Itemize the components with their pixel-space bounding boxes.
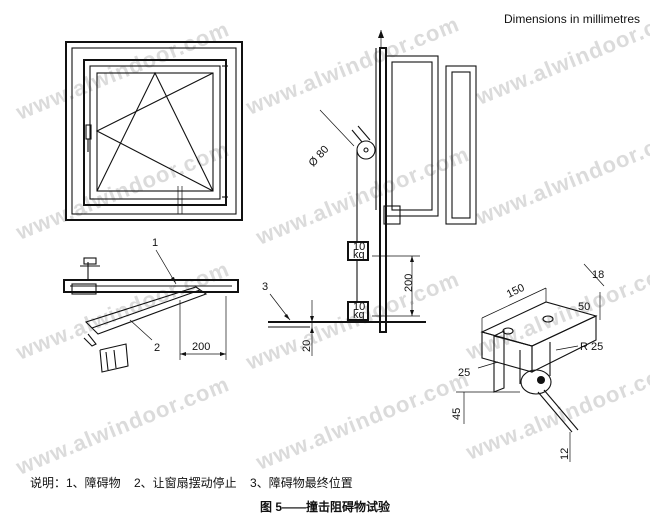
watermark-text: www.alwindoor.com [252, 141, 473, 250]
window-elevation [65, 41, 243, 221]
dim-floor-20: 20 [301, 340, 313, 352]
units-note: Dimensions in millimetres [504, 12, 641, 26]
watermark-text: www.alwindoor.com [252, 366, 473, 475]
dim-swing-200: 200 [192, 341, 210, 353]
watermark-text: www.alwindoor.com [12, 16, 233, 125]
callout-2: 2 [154, 342, 160, 354]
watermark-text: www.alwindoor.com [472, 121, 650, 230]
watermark-text: www.alwindoor.com [462, 356, 650, 465]
weight-lower-unit: kg [353, 309, 365, 321]
figure-caption: 图 5——撞击阻碍物试验 [259, 500, 390, 514]
watermark-text: www.alwindoor.com [462, 256, 650, 365]
dim-block-45: 45 [451, 408, 463, 420]
dim-block-50: 50 [578, 301, 590, 313]
watermark-text: www.alwindoor.com [242, 11, 463, 120]
watermark-text: www.alwindoor.com [12, 371, 233, 480]
dim-block-25: 25 [458, 367, 470, 379]
dim-drop-200: 200 [403, 274, 415, 292]
dim-block-150: 150 [505, 282, 527, 301]
dim-block-18: 18 [592, 269, 604, 281]
callout-1: 1 [152, 237, 158, 249]
callout-3: 3 [262, 281, 268, 293]
impact-block-detail: 150 18 50 R 25 25 45 12 [451, 263, 605, 462]
obstacle-plan-view: 200 1 2 [63, 237, 239, 373]
dim-block-12: 12 [559, 448, 571, 460]
weight-upper-mass: 10 [353, 241, 365, 253]
weight-upper-unit: kg [353, 249, 365, 261]
dim-pulley-diameter: Ø 80 [307, 143, 332, 169]
legend-text: 说明：1、障碍物 2、让窗扇摆动停止 3、障碍物最终位置 [30, 476, 353, 490]
dim-block-r25: R 25 [580, 341, 603, 353]
weight-lower-mass: 10 [353, 301, 365, 313]
